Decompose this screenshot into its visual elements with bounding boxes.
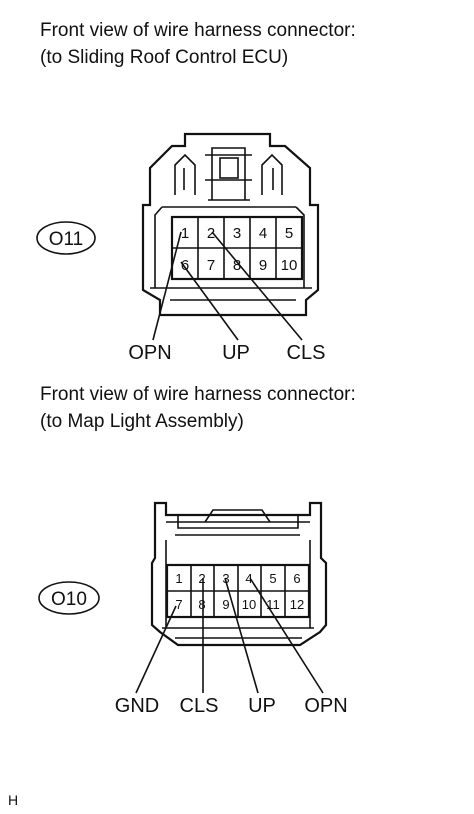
o10-pin-labels: 1 2 3 4 5 6 7 8 9 10 11 12 [175, 571, 304, 612]
o11-pin-10: 10 [281, 257, 298, 274]
o10-connector-body [150, 501, 328, 647]
o10-pin-1: 1 [175, 571, 182, 586]
o10-pin-9: 9 [222, 597, 229, 612]
o11-pin-2: 2 [207, 225, 215, 242]
o10-signal-opn: OPN [304, 695, 347, 717]
o10-signal-cls: CLS [180, 695, 219, 717]
o10-pin-10: 10 [242, 597, 256, 612]
o10-caption-line1: Front view of wire harness connector: [40, 384, 356, 405]
o10-code-badge: O10 [38, 581, 100, 615]
o11-pin-8: 8 [233, 257, 241, 274]
o10-pin-12: 12 [290, 597, 304, 612]
o11-leader-lines [152, 231, 303, 341]
o10-caption-line2: (to Map Light Assembly) [40, 411, 244, 432]
o11-pin-1: 1 [181, 225, 189, 242]
o10-code: O10 [51, 589, 87, 610]
o11-pin-7: 7 [207, 257, 215, 274]
o10-pin-5: 5 [269, 571, 276, 586]
o10-pin-11: 11 [266, 597, 280, 612]
o11-signal-up: UP [222, 342, 250, 364]
o11-pin-9: 9 [259, 257, 267, 274]
o10-pin-8: 8 [198, 597, 205, 612]
footer-mark: H [8, 792, 18, 808]
o11-pin-5: 5 [285, 225, 293, 242]
o11-pin-6: 6 [181, 257, 189, 274]
o11-caption-line1: Front view of wire harness connector: [40, 20, 356, 41]
o11-signal-cls: CLS [287, 342, 326, 364]
o11-pin-3: 3 [233, 225, 241, 242]
o10-pin-4: 4 [245, 571, 252, 586]
o11-pin-labels: 1 2 3 4 5 6 7 8 9 10 [181, 225, 298, 274]
o11-code-badge: O11 [36, 221, 96, 255]
o10-pin-7: 7 [175, 597, 182, 612]
o11-pin-4: 4 [259, 225, 267, 242]
o10-pin-3: 3 [222, 571, 229, 586]
o10-signal-up: UP [248, 695, 276, 717]
o11-code: O11 [49, 229, 84, 250]
o11-caption-line2: (to Sliding Roof Control ECU) [40, 47, 288, 68]
o10-pin-2: 2 [198, 571, 205, 586]
o10-leader-lines [135, 577, 324, 694]
o11-connector-body [141, 132, 320, 317]
o10-signal-gnd: GND [115, 695, 159, 717]
o10-pin-6: 6 [293, 571, 300, 586]
o11-signal-opn: OPN [128, 342, 171, 364]
